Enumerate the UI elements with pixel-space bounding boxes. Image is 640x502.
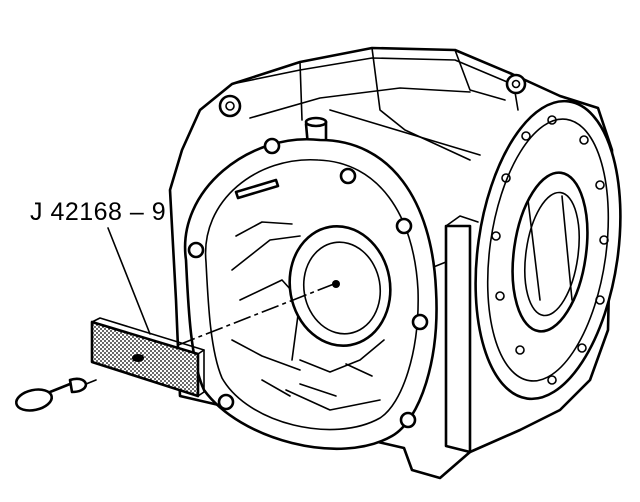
label-leader-line bbox=[107, 227, 151, 335]
flange-bolt-holes bbox=[491, 115, 609, 385]
output-flange bbox=[474, 99, 622, 401]
tool-number-label: J 42168 – 9 bbox=[30, 198, 167, 226]
bearing-bore bbox=[288, 224, 392, 348]
tool-assembly bbox=[14, 227, 335, 412]
filter-screen-icon bbox=[90, 317, 205, 398]
alignment-line bbox=[149, 283, 335, 357]
magnetic-retrieval-tool-icon bbox=[14, 377, 97, 412]
